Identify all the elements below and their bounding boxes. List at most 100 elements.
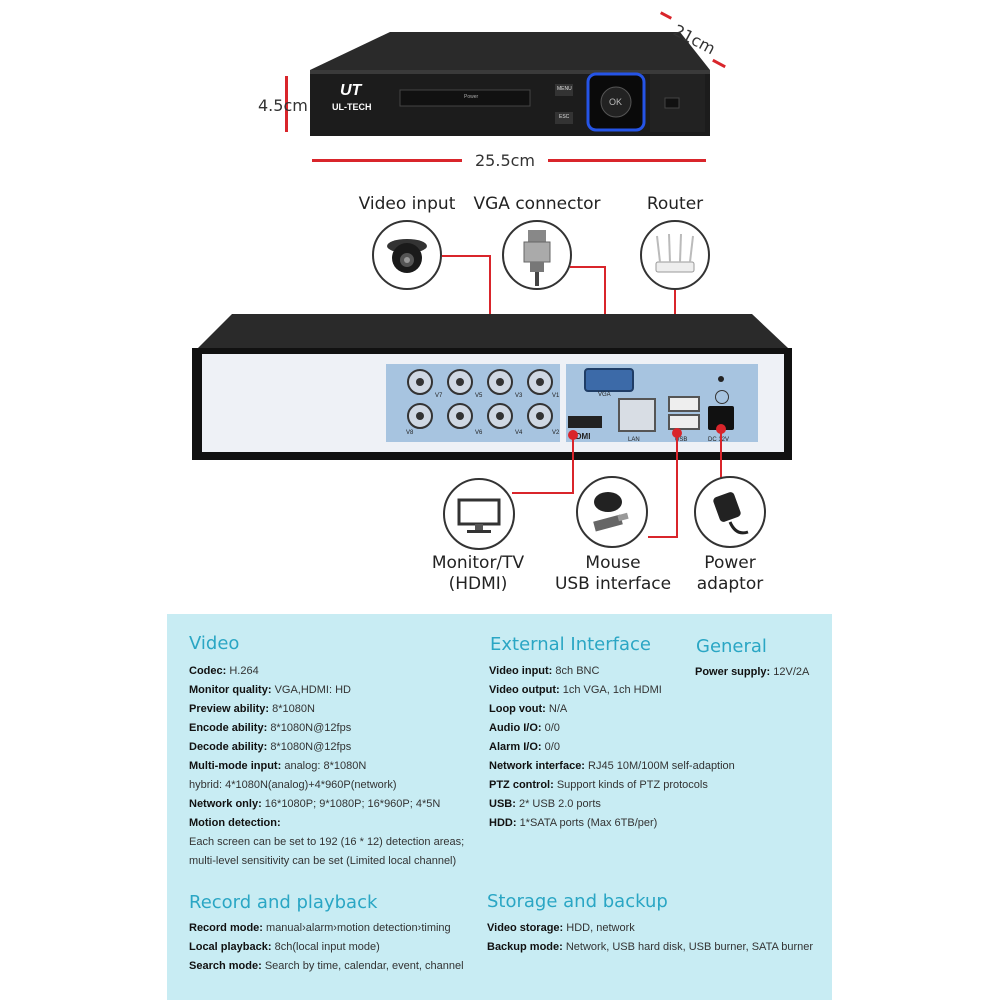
spec-row: Record mode: manual›alarm›motion detecti… [189, 922, 451, 934]
menu-button: MENU [557, 86, 572, 92]
bnc-label-v6: V6 [475, 430, 483, 436]
spec-row: Audio I/O: 0/0 [489, 722, 560, 734]
spec-key: Video output: [489, 684, 560, 696]
height-dimension-label: 4.5cm [258, 96, 308, 115]
spec-value: 0/0 [544, 722, 560, 734]
spec-value: 12V/2A [773, 666, 810, 678]
spec-key: Alarm I/O: [489, 741, 542, 753]
connector-vga-h [570, 266, 606, 268]
spec-key: Video input: [489, 665, 553, 677]
dvr-top-view: UT UL-TECH Power MENU ESC OK [280, 10, 730, 160]
spec-key: Audio I/O: [489, 722, 542, 734]
spec-value: 8ch(local input mode) [274, 941, 380, 953]
spec-row: USB: 2* USB 2.0 ports [489, 798, 601, 810]
mouse-icon [576, 476, 648, 548]
spec-row: Local playback: 8ch(local input mode) [189, 941, 380, 953]
bnc-label-v1: V1 [552, 393, 560, 399]
spec-value: 1*SATA ports (Max 6TB/per) [519, 817, 658, 829]
connector-usb-v [676, 432, 678, 538]
spec-key: Codec: [189, 665, 227, 677]
spec-key: Search mode: [189, 960, 262, 972]
spec-value: 8*1080N [272, 703, 315, 715]
height-dimension-line [285, 76, 288, 132]
power-adaptor-label: Power adaptor [690, 553, 770, 595]
spec-value: RJ45 10M/100M self-adaption [588, 760, 735, 772]
bnc-label-v2: V2 [552, 430, 560, 436]
vga-port-label: VGA [598, 392, 611, 398]
spec-row: Decode ability: 8*1080N@12fps [189, 741, 351, 753]
spec-key: Local playback: [189, 941, 272, 953]
router-label: Router [646, 194, 704, 214]
spec-value: 1ch VGA, 1ch HDMI [562, 684, 662, 696]
usb-port-2 [668, 414, 700, 430]
spec-value: VGA,HDMI: HD [274, 684, 351, 696]
spec-value: analog: 8*1080N [284, 760, 367, 772]
spec-row: Multi-mode input: analog: 8*1080N [189, 760, 366, 772]
spec-row: Each screen can be set to 192 (16 * 12) … [189, 836, 464, 848]
spec-key: USB: [489, 798, 516, 810]
monitor-label-line1: Monitor/TV [431, 553, 525, 573]
dc-screw [718, 376, 724, 382]
logo-icon: UT [340, 82, 362, 99]
spec-key: Monitor quality: [189, 684, 272, 696]
spec-key: Motion detection: [189, 817, 281, 829]
spec-row: PTZ control: Support kinds of PTZ protoc… [489, 779, 708, 791]
spec-row: hybrid: 4*1080N(analog)+4*960P(network) [189, 779, 397, 791]
spec-value: Each screen can be set to 192 (16 * 12) … [189, 836, 465, 848]
record-section-title: Record and playback [189, 892, 378, 913]
spec-value: 8ch BNC [555, 665, 600, 677]
spec-value: 0/0 [544, 741, 560, 753]
usb-port-1 [668, 396, 700, 412]
spec-value: Search by time, calendar, event, channel [264, 960, 464, 972]
ground-icon [715, 390, 729, 404]
spec-key: HDD: [489, 817, 517, 829]
external-section-title: External Interface [490, 634, 651, 655]
spec-row: Motion detection: [189, 817, 281, 829]
spec-key: Power supply: [695, 666, 771, 678]
spec-key: PTZ control: [489, 779, 554, 791]
spec-row: Preview ability: 8*1080N [189, 703, 315, 715]
connector-hdmi-v [572, 434, 574, 494]
vga-port [584, 368, 634, 392]
connector-hdmi-h [512, 492, 574, 494]
esc-button: ESC [559, 114, 570, 120]
dc-port-label: DC 12V [708, 437, 730, 443]
width-dimension-line-left [312, 159, 462, 162]
lan-port-label: LAN [628, 437, 640, 443]
width-dimension-line-right [548, 159, 706, 162]
monitor-icon [443, 478, 515, 550]
connector-video-h [442, 255, 491, 257]
spec-key: Decode ability: [189, 741, 268, 753]
spec-value: multi-level sensitivity can be set (Limi… [189, 855, 457, 867]
spec-key: Multi-mode input: [189, 760, 282, 772]
dvr-front-graphic [310, 32, 710, 136]
bnc-connector-grid [398, 368, 568, 438]
power-indicator-label: Power [464, 94, 479, 100]
spec-row: Loop vout: N/A [489, 703, 567, 715]
spec-key: Encode ability: [189, 722, 268, 734]
video-section-title: Video [189, 633, 240, 654]
spec-value: 2* USB 2.0 ports [518, 798, 601, 810]
bnc-label-v7: V7 [435, 393, 443, 399]
camera-icon [372, 220, 442, 290]
width-dimension-label: 25.5cm [475, 151, 536, 170]
spec-row: Backup mode: Network, USB hard disk, USB… [487, 941, 813, 953]
router-icon [640, 220, 710, 290]
video-input-label: Video input [358, 194, 456, 214]
spec-row: Monitor quality: VGA,HDMI: HD [189, 684, 351, 696]
spec-key: Preview ability: [189, 703, 270, 715]
spec-row: Power supply: 12V/2A [695, 666, 809, 678]
power-adaptor-label-line1: Power [704, 553, 756, 573]
spec-row: Encode ability: 8*1080N@12fps [189, 722, 351, 734]
spec-row: Alarm I/O: 0/0 [489, 741, 560, 753]
general-section-title: General [696, 636, 767, 657]
mouse-label-line1: Mouse [585, 553, 641, 573]
ok-button: OK [609, 97, 623, 107]
spec-value: 8*1080N@12fps [270, 722, 352, 734]
spec-value: H.264 [229, 665, 259, 677]
power-adaptor-label-line2: adaptor [696, 574, 764, 594]
brand-label: UL-TECH [332, 102, 372, 112]
spec-row: Codec: H.264 [189, 665, 259, 677]
